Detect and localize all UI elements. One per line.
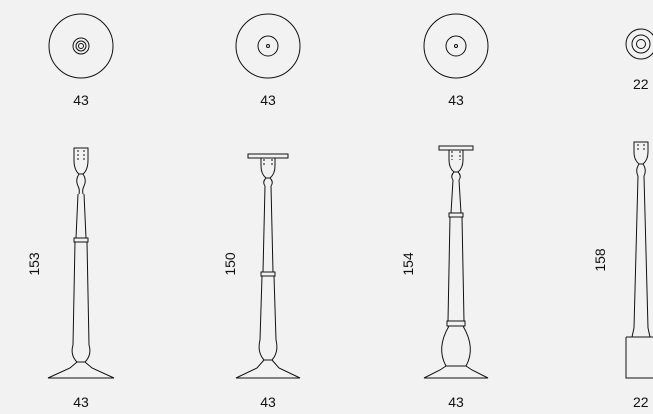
base-width-label-1: 43 [73, 394, 89, 410]
candlestick-3 [423, 13, 489, 379]
side-view-1 [47, 147, 115, 379]
height-label-4: 158 [592, 248, 608, 272]
top-view-4 [625, 28, 653, 60]
height-label-3: 154 [400, 252, 416, 276]
top-width-label-2: 43 [260, 92, 276, 108]
top-view-2 [235, 13, 301, 79]
base-width-label-2: 43 [260, 394, 276, 410]
top-view-3 [423, 13, 489, 79]
side-view-3 [423, 145, 489, 379]
height-label-2: 150 [222, 252, 238, 276]
base-width-label-4: 22 [633, 394, 649, 410]
side-view-2 [235, 153, 301, 379]
top-width-label-4: 22 [633, 76, 649, 92]
candlestick-4 [625, 28, 653, 379]
base-width-label-3: 43 [448, 394, 464, 410]
top-view-1 [48, 13, 114, 79]
top-width-label-1: 43 [73, 92, 89, 108]
candlestick-2 [235, 13, 301, 379]
top-width-label-3: 43 [448, 92, 464, 108]
height-label-1: 153 [26, 252, 42, 276]
side-view-4 [625, 141, 653, 379]
candlestick-1 [47, 13, 115, 379]
